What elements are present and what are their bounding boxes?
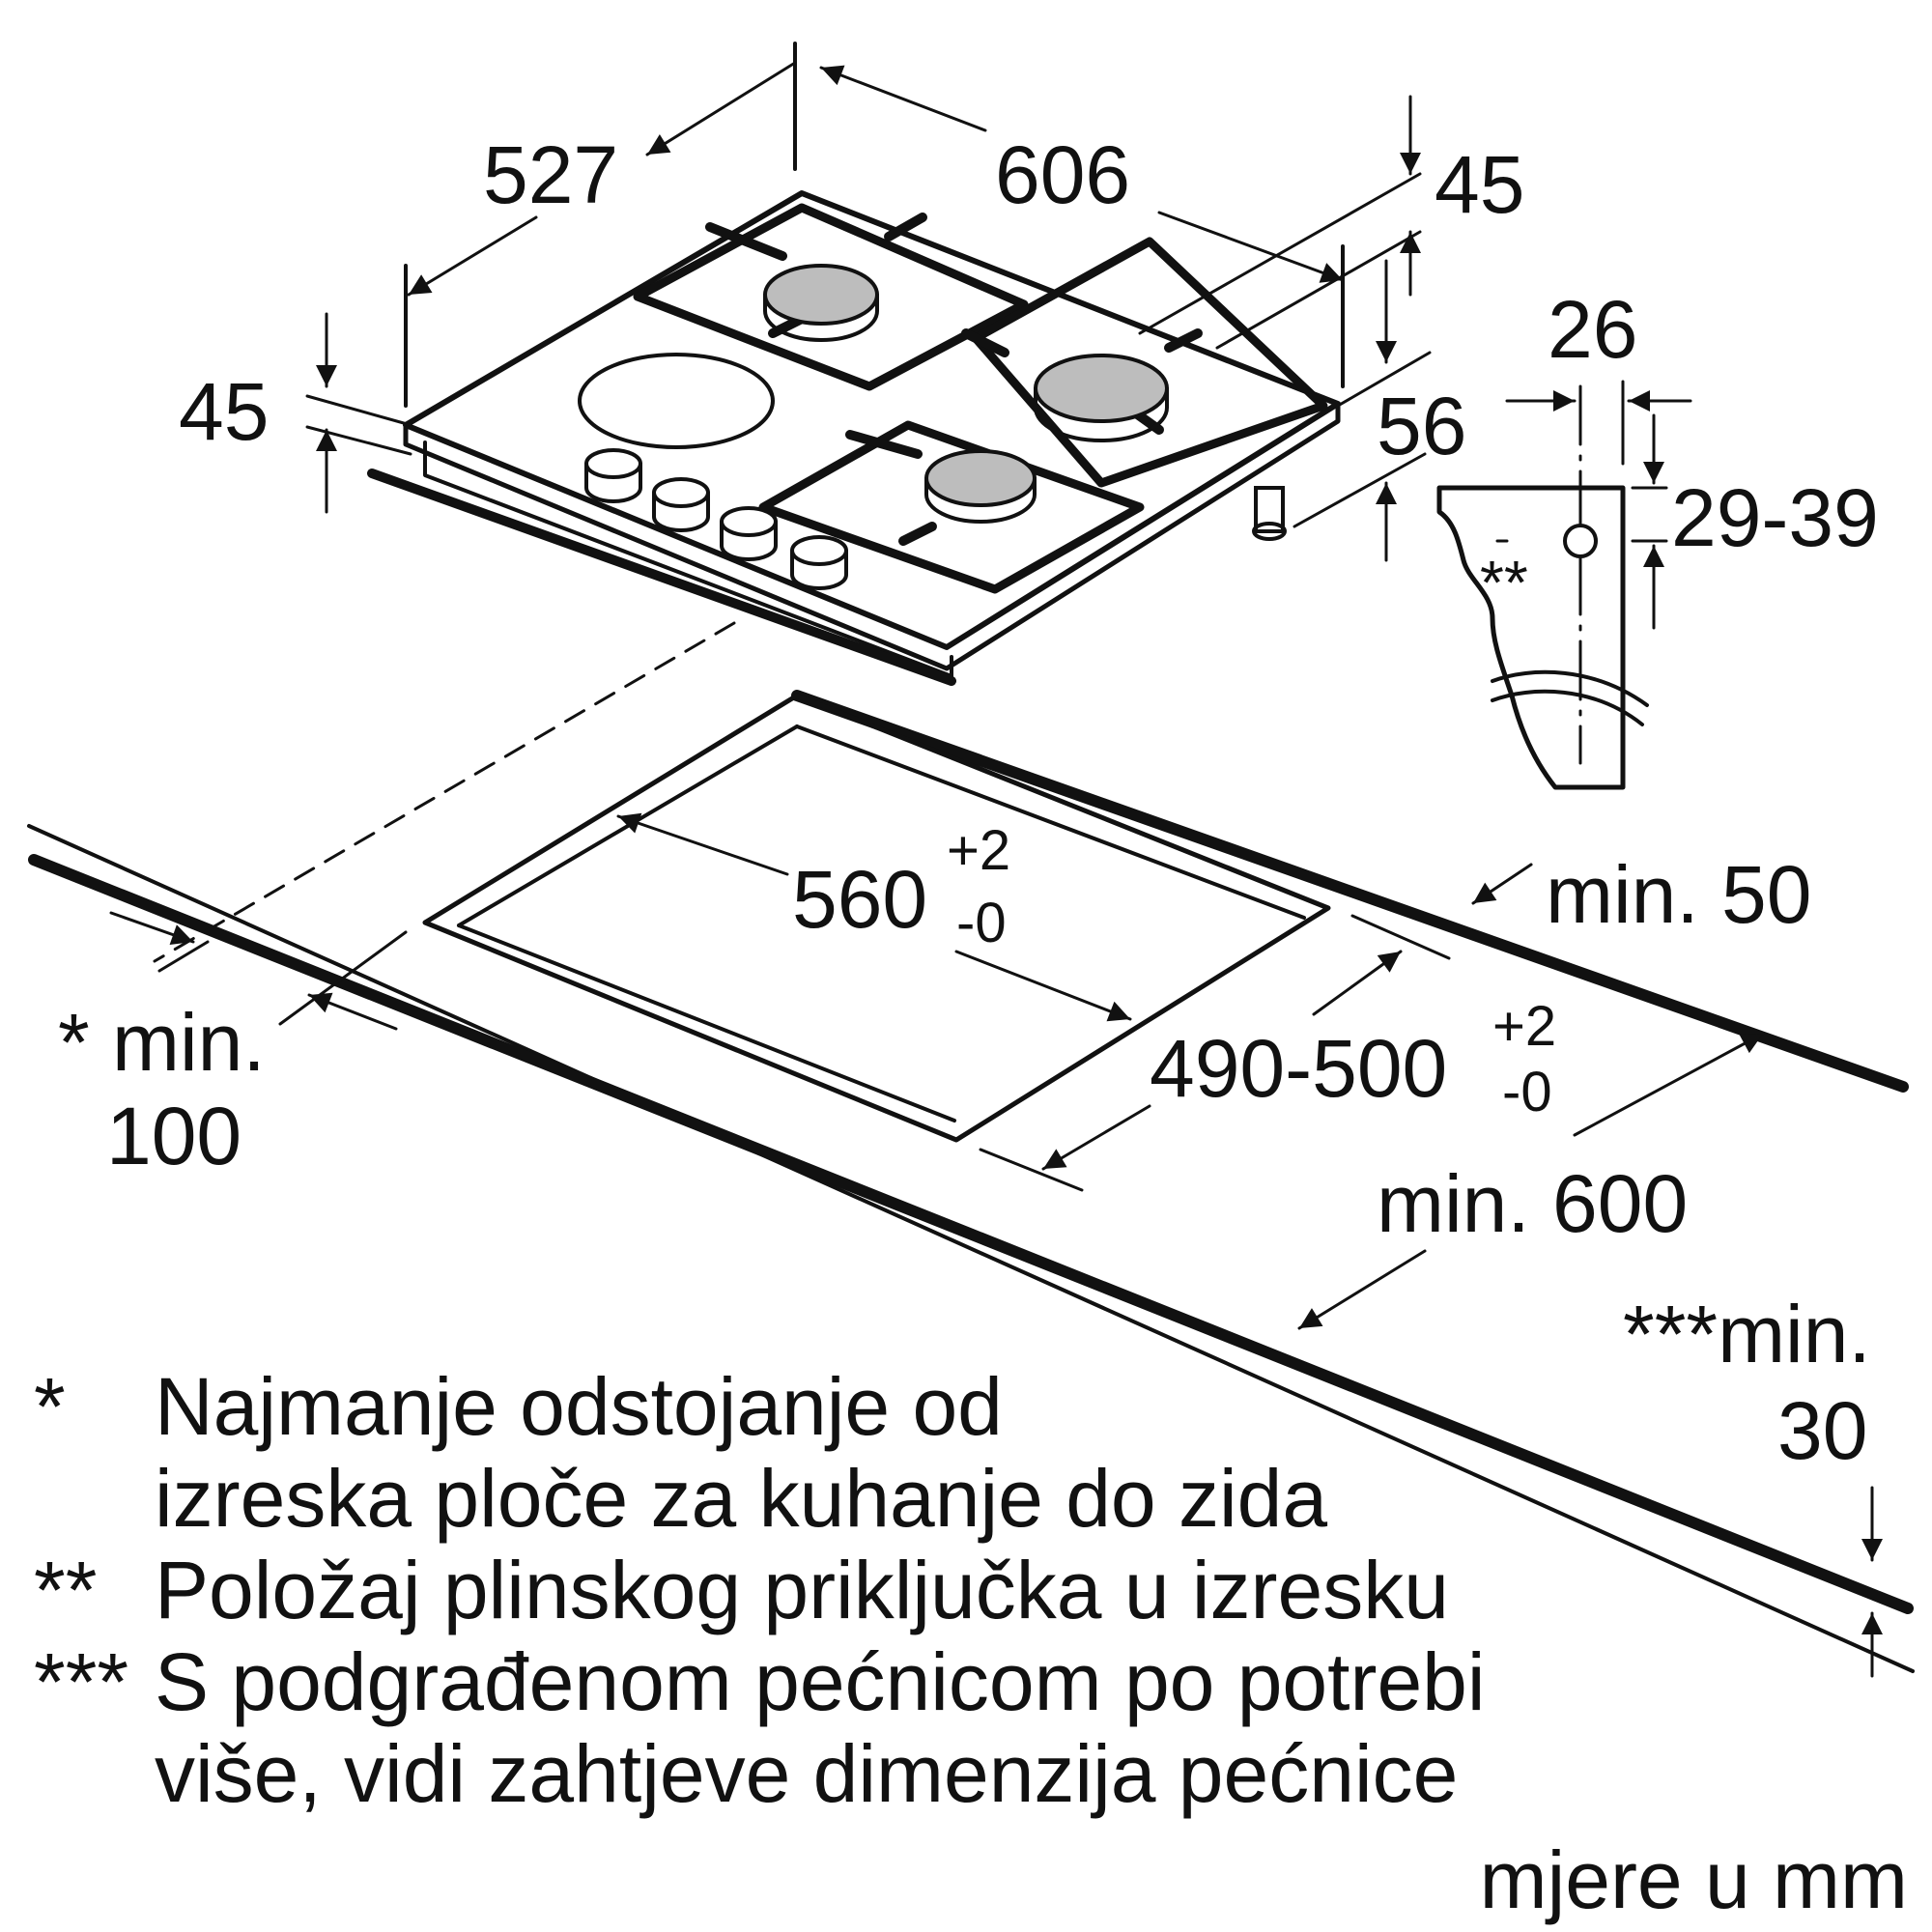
projection-dashed-line xyxy=(153,621,736,963)
gas-connection-detail xyxy=(1436,380,1692,790)
hob-front-edge xyxy=(367,469,956,686)
worktop xyxy=(27,690,1915,1673)
hotplate-icon xyxy=(578,353,775,449)
gas-hob xyxy=(367,190,1341,686)
dim-min-thickness-line1: ***min. xyxy=(1623,1289,1871,1379)
dim-cutout-width: 560 xyxy=(792,854,927,945)
dim-cutout-width-tol-minus: -0 xyxy=(956,892,1007,954)
note-line: izreska ploče za kuhanje do zida xyxy=(155,1453,1327,1544)
dimension-lines xyxy=(109,42,1883,1678)
units-note: mjere u mm xyxy=(1480,1834,1908,1925)
note-line: više, vidi zahtjeve dimenzija pećnice xyxy=(155,1728,1458,1819)
note-line: S podgrađenom pećnicom po potrebi xyxy=(155,1636,1486,1727)
note-line: Položaj plinskog priključka u izresku xyxy=(155,1545,1449,1635)
note-marker: *** xyxy=(34,1636,128,1727)
note-marker: ** xyxy=(34,1545,97,1635)
gas-connector-foot xyxy=(1252,486,1287,541)
control-knobs xyxy=(584,448,848,590)
knob-icon xyxy=(720,506,778,561)
dim-connector-offset: 26 xyxy=(1548,284,1637,375)
burner-icon xyxy=(924,449,1037,524)
knob-icon xyxy=(584,448,642,503)
burner-icon xyxy=(763,264,879,342)
dim-top-height: 45 xyxy=(1435,139,1524,230)
dim-connector-height: 29-39 xyxy=(1671,472,1879,563)
dim-min-back: min. 50 xyxy=(1546,849,1811,940)
note-line: Najmanje odstojanje od xyxy=(155,1361,1003,1452)
worktop-back-edge xyxy=(791,690,1909,1093)
dimension-labels: 527 606 45 45 56 26 29-39 ** 560 +2 -0 4… xyxy=(58,129,1879,1476)
connector-marker: ** xyxy=(1480,548,1528,617)
burner-icon xyxy=(1034,354,1169,442)
dim-min-thickness-line2: 30 xyxy=(1777,1385,1867,1476)
footnotes: * Najmanje odstojanje od izreska ploče z… xyxy=(34,1361,1908,1925)
worktop-front-edge xyxy=(28,854,1914,1614)
dim-width: 606 xyxy=(995,129,1130,220)
dim-min-wall-line1: * min. xyxy=(58,997,266,1088)
knob-icon xyxy=(790,535,848,590)
dim-foot-height: 56 xyxy=(1377,381,1466,471)
dim-min-worktop: min. 600 xyxy=(1377,1158,1688,1249)
dim-cutout-depth: 490-500 xyxy=(1150,1023,1447,1114)
dim-cutout-depth-tol-minus: -0 xyxy=(1502,1061,1552,1123)
dim-left-height: 45 xyxy=(179,366,269,457)
dim-cutout-width-tol-plus: +2 xyxy=(947,819,1010,882)
knob-icon xyxy=(652,477,710,532)
dim-depth: 527 xyxy=(483,129,618,220)
gas-inlet-icon xyxy=(1563,524,1598,558)
note-marker: * xyxy=(34,1361,66,1452)
dim-cutout-depth-tol-plus: +2 xyxy=(1492,995,1556,1058)
dim-min-wall-line2: 100 xyxy=(106,1091,242,1181)
